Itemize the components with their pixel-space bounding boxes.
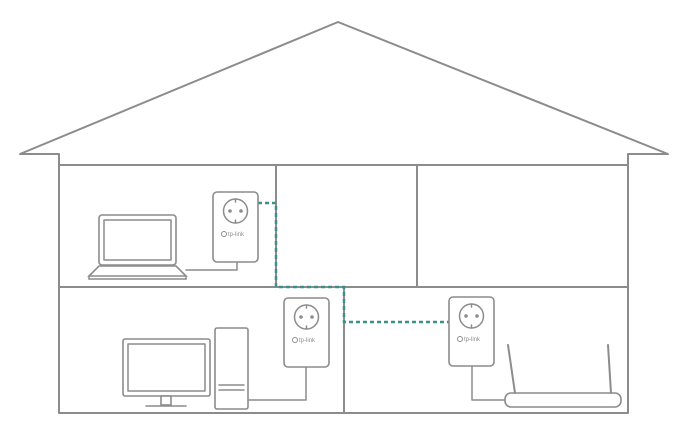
roof (19, 21, 669, 166)
powerline-connection (258, 201, 449, 324)
powerline-dashed-link (258, 201, 449, 324)
adapter-brand-label: tp-link (228, 232, 245, 238)
wifi-router-icon (504, 344, 622, 408)
laptop-icon (87, 214, 188, 280)
powerline-adapter-icon: tp-link (212, 191, 259, 263)
laptop-cable (185, 261, 238, 271)
powerline-adapter-icon: tp-link (448, 296, 495, 367)
adapter-brand-label: tp-link (299, 338, 316, 344)
adapter-brand-label: tp-link (464, 337, 481, 343)
desktop-cable (247, 366, 307, 401)
powerline-adapter-icon: tp-link (283, 297, 330, 368)
desktop-computer-icon (122, 327, 249, 410)
router-cable (471, 365, 508, 401)
